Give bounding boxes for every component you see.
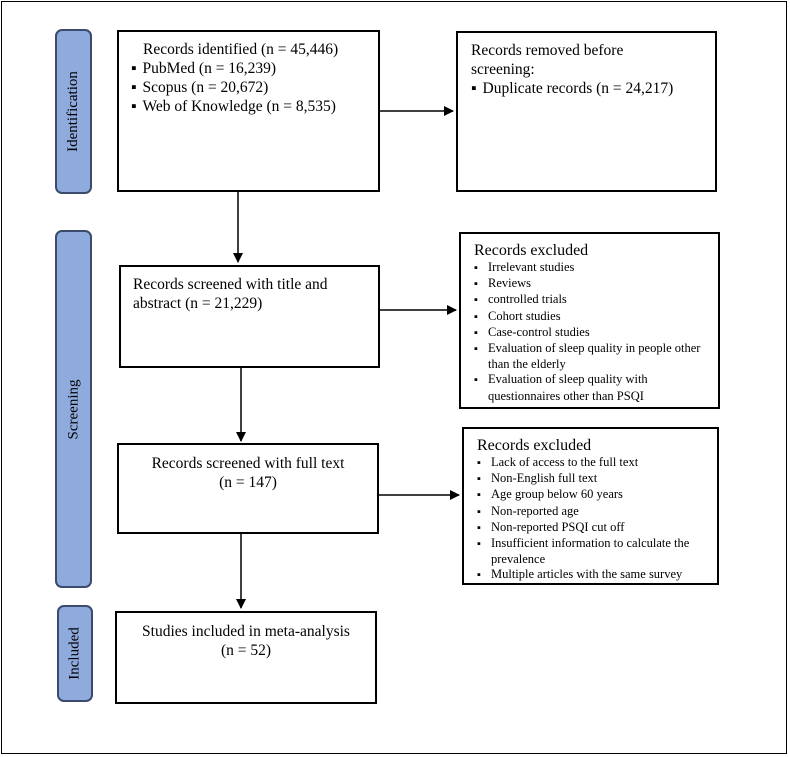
studies-included-line2: (n = 52) xyxy=(220,642,272,659)
list-item: Age group below 60 years xyxy=(477,487,709,503)
records-excluded-full-title: Records excluded xyxy=(477,437,592,454)
list-item: Evaluation of sleep quality in people ot… xyxy=(474,341,710,372)
studies-included-box: Studies included in meta-analysis (n = 5… xyxy=(115,611,377,704)
list-item: Web of Knowledge (n = 8,535) xyxy=(131,97,378,116)
records-screened-full-line2: (n = 147) xyxy=(219,474,277,491)
records-identified-box: Records identified (n = 45,446) PubMed (… xyxy=(117,30,380,192)
list-item: controlled trials xyxy=(474,292,710,308)
list-item: Multiple articles with the same survey xyxy=(477,567,709,583)
phase-screening: Screening xyxy=(55,230,92,588)
list-item: Non-reported age xyxy=(477,504,709,520)
records-removed-title-line2: screening: xyxy=(471,61,535,78)
records-excluded-title-abstract-box: Records excluded Irrelevant studies Revi… xyxy=(459,232,720,409)
records-screened-title-box: Records screened with title and abstract… xyxy=(119,265,380,368)
list-item: Duplicate records (n = 24,217) xyxy=(471,79,715,98)
records-screened-title-line2: abstract (n = 21,229) xyxy=(133,295,263,312)
list-item: Reviews xyxy=(474,276,710,292)
list-item: Cohort studies xyxy=(474,309,710,325)
list-item: Non-reported PSQI cut off xyxy=(477,520,709,536)
records-screened-full-line1: Records screened with full text xyxy=(151,455,345,472)
list-item: Case-control studies xyxy=(474,325,710,341)
phase-included: Included xyxy=(57,605,93,702)
records-identified-title: Records identified (n = 45,446) xyxy=(143,41,339,58)
phase-identification: Identification xyxy=(55,29,92,194)
records-screened-full-box: Records screened with full text (n = 147… xyxy=(117,443,379,534)
records-excluded-full-box: Records excluded Lack of access to the f… xyxy=(462,427,719,585)
list-item: Scopus (n = 20,672) xyxy=(131,78,378,97)
list-item: Evaluation of sleep quality with questio… xyxy=(474,372,710,403)
list-item: Lack of access to the full text xyxy=(477,455,709,471)
list-item: Insufficient information to calculate th… xyxy=(477,536,709,567)
list-item: Non-English full text xyxy=(477,471,709,487)
records-removed-title-line1: Records removed before xyxy=(471,42,624,59)
records-screened-title-line1: Records screened with title and xyxy=(133,276,328,293)
records-excluded-title: Records excluded xyxy=(474,242,589,259)
list-item: PubMed (n = 16,239) xyxy=(131,59,378,78)
list-item: Irrelevant studies xyxy=(474,260,710,276)
records-removed-box: Records removed before screening: Duplic… xyxy=(456,31,717,192)
studies-included-line1: Studies included in meta-analysis xyxy=(142,623,350,640)
